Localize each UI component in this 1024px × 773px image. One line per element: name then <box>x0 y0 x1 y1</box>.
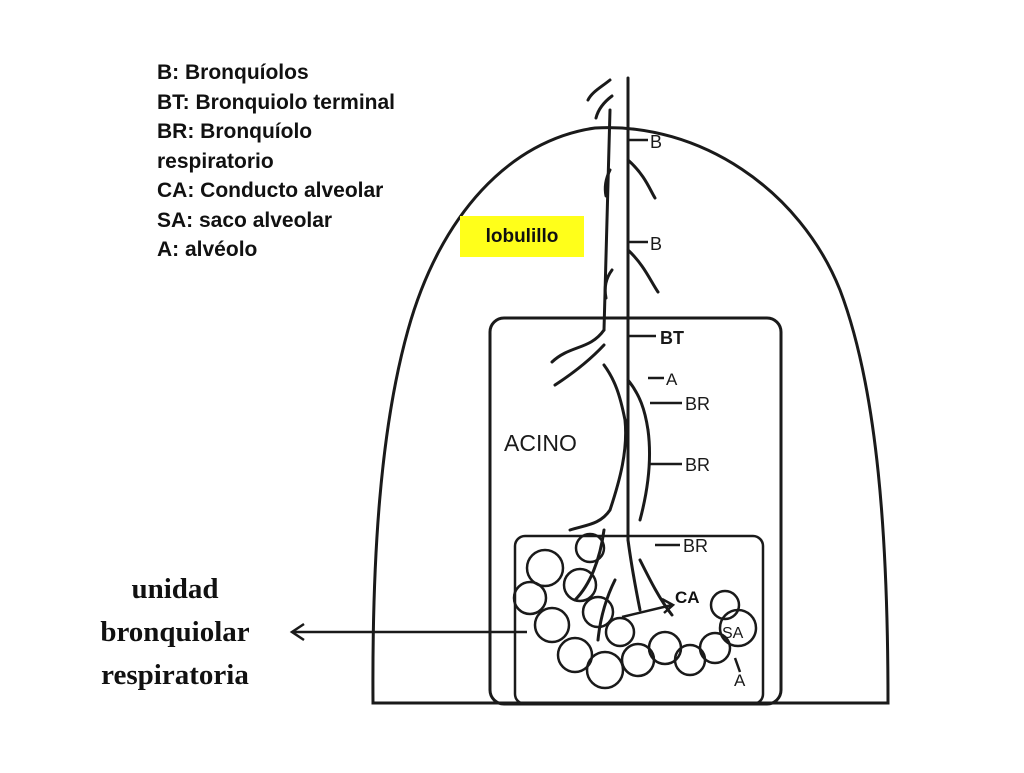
legend-ca: CA: Conducto alveolar <box>157 179 384 202</box>
legend-sa: SA: saco alveolar <box>157 208 333 232</box>
label-br-3: BR <box>683 536 708 556</box>
label-a-1: A <box>666 370 678 389</box>
legend-br-line1: BR: Bronquíolo <box>157 120 313 143</box>
respiratory-unit-box <box>513 534 765 706</box>
label-b-upper: B <box>650 132 662 152</box>
legend-bt: BT: Bronquiolo terminal <box>157 90 395 114</box>
legend: B: Bronquíolos BT: Bronquiolo terminal B… <box>157 58 457 265</box>
legend-a: A: alvéolo <box>157 238 258 261</box>
label-br-1: BR <box>685 394 710 414</box>
label-bt: BT <box>660 328 684 348</box>
respiratory-unit-label: unidad bronquiolar respiratoria <box>60 568 290 697</box>
label-br-2: BR <box>685 455 710 475</box>
label-a-2: A <box>734 671 746 690</box>
ca-arrow <box>621 597 676 619</box>
legend-b: B: Bronquíolos <box>157 61 309 84</box>
unit-arrow <box>289 622 527 642</box>
lobule-outline <box>371 126 890 705</box>
unit-label-line3: respiratoria <box>101 659 249 691</box>
alveoli-cluster <box>512 532 758 690</box>
lobulillo-label: lobulillo <box>485 225 559 247</box>
unit-label-line2: bronquiolar <box>100 616 250 648</box>
label-sa: SA <box>722 625 744 642</box>
unit-label-line1: unidad <box>131 573 219 605</box>
label-b-lower: B <box>650 234 662 254</box>
bronchiole-tree <box>550 76 674 642</box>
ca-callout-label: CA <box>675 588 700 607</box>
label-ticks <box>628 138 742 673</box>
lobulillo-highlight: lobulillo <box>460 216 584 257</box>
legend-br-line2: respiratorio <box>157 149 274 173</box>
label-acino: ACINO <box>504 430 577 456</box>
